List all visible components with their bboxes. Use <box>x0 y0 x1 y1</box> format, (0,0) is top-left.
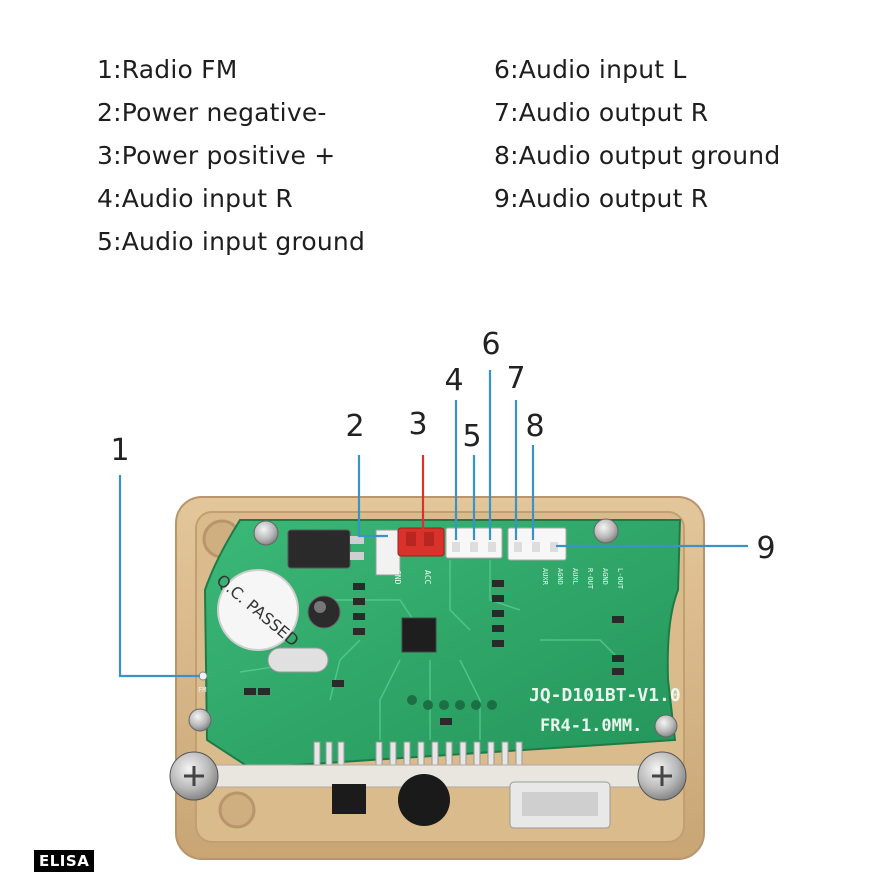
silk-agnd-in: AGND <box>556 568 564 585</box>
smd-components <box>244 580 624 725</box>
legend-item-2: 2:Power negative- <box>97 98 327 127</box>
power-connector <box>375 527 445 576</box>
legend-item-3: 3:Power positive + <box>97 141 336 170</box>
legend-item-6: 6:Audio input L <box>494 55 687 84</box>
callout-5: 5 <box>462 419 482 454</box>
callout-9: 9 <box>756 531 776 566</box>
silk-l-out: L-OUT <box>616 568 624 590</box>
callout-line-1 <box>118 475 200 678</box>
board-spec-label: FR4-1.0MM. <box>540 716 642 736</box>
callout-6: 6 <box>481 327 501 362</box>
silk-agnd-out: AGND <box>601 568 609 585</box>
audio-output-connector <box>507 527 567 561</box>
bluetooth-chip <box>401 617 437 653</box>
callout-line-2 <box>357 455 388 538</box>
legend-item-7: 7:Audio output R <box>494 98 709 127</box>
crystal-oscillator <box>267 647 329 673</box>
legend-left-column: 1:Radio FM 2:Power negative- 3:Power pos… <box>97 48 365 263</box>
capacitor <box>307 595 341 629</box>
legend-item-4: 4:Audio input R <box>97 184 293 213</box>
callout-3: 3 <box>408 407 428 442</box>
screws <box>169 518 687 801</box>
callout-8: 8 <box>525 409 545 444</box>
watermark-logo: ELISA <box>34 850 95 872</box>
silk-fm: FM <box>198 686 206 694</box>
callout-4: 4 <box>444 363 464 398</box>
callout-2: 2 <box>345 409 365 444</box>
legend-right-column: 6:Audio input L 7:Audio output R 8:Audio… <box>494 48 780 220</box>
silk-r-out: R-OUT <box>586 568 594 590</box>
silk-auxr: AUXR <box>541 568 549 586</box>
legend-item-8: 8:Audio output ground <box>494 141 781 170</box>
callout-lines <box>118 370 748 678</box>
board-model-label: JQ-D101BT-V1.0 <box>529 685 681 706</box>
fm-pad <box>198 671 208 681</box>
legend-item-9: 9:Audio output R <box>494 184 709 213</box>
legend-item-5: 5:Audio input ground <box>97 227 366 256</box>
silk-gnd: GND <box>393 570 402 585</box>
callout-1: 1 <box>110 433 130 468</box>
silkscreen: JQ-D101BT-V1.0 FR4-1.0MM. GND ACC AUXR A… <box>198 568 681 736</box>
front-panel <box>211 764 681 829</box>
voltage-regulator <box>287 529 364 569</box>
qc-passed-sticker: Q.C. PASSED <box>213 569 303 651</box>
silk-acc: ACC <box>423 570 432 585</box>
callout-7: 7 <box>506 361 526 396</box>
silk-auxl: AUXL <box>571 568 579 585</box>
legend-item-1: 1:Radio FM <box>97 55 238 84</box>
